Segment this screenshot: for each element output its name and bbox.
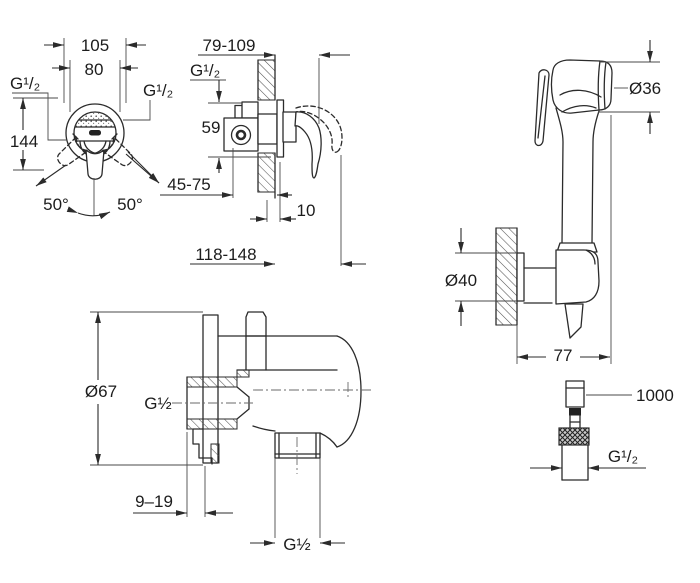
supply-block [241, 101, 259, 119]
hose-part [558, 380, 590, 481]
dim-9-19-label: 9–19 [135, 492, 173, 511]
dim-d40-label: Ø40 [445, 271, 477, 290]
dim-105-label: 105 [81, 36, 109, 55]
handle-left-edge [555, 107, 564, 244]
thread-hose-label: G¹/₂ [608, 447, 638, 466]
dim-79-109-label: 79-109 [203, 36, 256, 55]
holder-pin-tab [245, 311, 267, 337]
hand-shower-dimensions [455, 40, 660, 471]
cartridge-dash [89, 130, 101, 136]
union-flange [202, 314, 219, 464]
holder-cup [555, 249, 600, 305]
angle-right-label: 50° [117, 195, 143, 214]
lever-side [294, 111, 322, 179]
dim-144-label: 144 [10, 132, 38, 151]
hand-shower-group: Ø36 Ø40 77 1000 G¹/₂ [445, 40, 674, 481]
wall-union-group: Ø67 G½ 9–19 G½ [85, 311, 374, 554]
thread-side-label: G¹/₂ [190, 61, 220, 80]
hose-connector [565, 380, 585, 408]
valve-neck [257, 113, 278, 145]
dim-77-label: 77 [554, 346, 573, 365]
thread-inlet-label: G½ [144, 394, 171, 413]
lever-side-dashed [295, 105, 343, 151]
mixer-front-part [57, 103, 133, 180]
lever-blade [85, 149, 105, 180]
hook-slot [210, 443, 220, 464]
dim-59-label: 59 [202, 118, 221, 137]
mixer-side-part [223, 99, 343, 179]
wall-union-dimensions [90, 311, 345, 546]
handle-hub [282, 111, 297, 143]
knurled-nut [558, 427, 590, 446]
handle-end-tab [564, 303, 584, 339]
body-end-cap [336, 335, 362, 448]
dim-1000-label: 1000 [636, 386, 674, 405]
nipple-thread-bottom [186, 418, 238, 430]
dim-d36-label: Ø36 [629, 79, 661, 98]
dim-118-148-label: 118-148 [195, 245, 256, 264]
wall-union-part [172, 311, 374, 474]
connector-slot [569, 408, 581, 416]
dim-10-label: 10 [297, 201, 316, 220]
thread-outlet-label: G½ [283, 535, 310, 554]
dim-d67-label: Ø67 [85, 382, 117, 401]
side-view-dimensions [127, 52, 366, 267]
spray-head [550, 59, 613, 114]
holder-rosette [516, 252, 525, 302]
supply-elbow [230, 124, 252, 146]
thread-right-label: G¹/₂ [143, 81, 173, 100]
hand-shower-part [534, 59, 613, 253]
side-view-group: 79-109 G¹/₂ 59 45-75 10 118-148 [127, 36, 366, 267]
wall-section-top [257, 54, 276, 199]
front-view-group: 105 80 G¹/₂ G¹/₂ 144 50° 50° [10, 36, 173, 220]
dim-80-label: 80 [85, 60, 104, 79]
dim-45-75-label: 45-75 [167, 175, 210, 194]
body-wall-section [236, 369, 250, 378]
angle-left-label: 50° [43, 195, 69, 214]
handle-right-edge [591, 110, 600, 244]
front-view-dimensions [12, 38, 160, 220]
nipple-thread-top [186, 376, 238, 388]
thread-left-label: G¹/₂ [10, 74, 40, 93]
